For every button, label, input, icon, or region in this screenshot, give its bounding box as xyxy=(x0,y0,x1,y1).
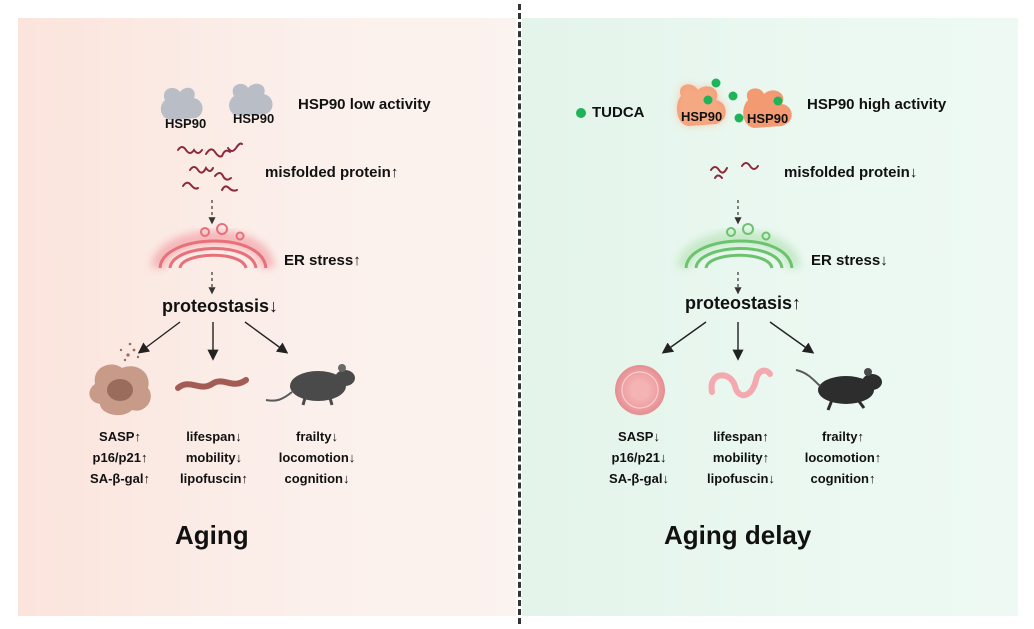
er-organelle-healthy xyxy=(677,223,801,270)
aging-panel xyxy=(18,18,516,616)
mouse-stats: frailty↓ locomotion↓ cognition↓ xyxy=(272,426,362,489)
misfolded-protein-cluster xyxy=(177,142,243,192)
hsp90-label: HSP90 xyxy=(681,109,723,124)
cell-stats: SASP↓ p16/p21↓ SA-β-gal↓ xyxy=(598,426,680,489)
stat-line: locomotion↑ xyxy=(804,450,882,465)
hsp90-activity-label: HSP90 low activity xyxy=(298,96,431,113)
stat-line: locomotion↓ xyxy=(278,450,356,465)
stat-line: mobility↓ xyxy=(185,450,243,465)
arrow-to-cell xyxy=(661,321,707,354)
stat-line: lipofuscin↑ xyxy=(180,471,248,486)
hsp90-label: HSP90 xyxy=(747,111,789,126)
panel-title: Aging delay xyxy=(664,520,812,550)
worm-icon xyxy=(708,367,773,398)
arrow-to-mouse xyxy=(244,321,289,354)
worm-stats: lifespan↑ mobility↑ lipofuscin↓ xyxy=(700,426,782,489)
er-organelle-stressed xyxy=(151,223,275,270)
stat-line: frailty↓ xyxy=(296,429,338,444)
stat-line: lifespan↓ xyxy=(186,429,242,444)
stat-line: p16/p21↑ xyxy=(92,450,148,465)
arrow-to-mouse xyxy=(769,321,815,354)
dashed-divider xyxy=(518,4,521,624)
healthy-cell xyxy=(615,365,665,415)
er-stress-label: ER stress↓ xyxy=(811,252,888,269)
stat-line: cognition↓ xyxy=(284,471,350,486)
stat-line: SASP↓ xyxy=(618,429,660,444)
stat-line: cognition↑ xyxy=(810,471,876,486)
er-stress-label: ER stress↑ xyxy=(284,252,361,269)
proteostasis-label: proteostasis↑ xyxy=(685,293,802,313)
stat-line: SA-β-gal↓ xyxy=(609,471,669,486)
stat-line: lipofuscin↓ xyxy=(707,471,775,486)
stat-line: SASP↑ xyxy=(99,429,141,444)
misfolded-protein-cluster xyxy=(710,162,759,179)
mouse-stats: frailty↑ locomotion↑ cognition↑ xyxy=(795,426,891,489)
mouse-icon xyxy=(265,364,355,406)
cell-stats: SASP↑ p16/p21↑ SA-β-gal↑ xyxy=(84,426,156,489)
mouse-icon xyxy=(795,368,882,411)
hsp90-high-protein-a xyxy=(676,84,726,126)
misfolded-protein-label: misfolded protein↑ xyxy=(265,164,399,181)
hsp90-low-protein-a xyxy=(160,87,203,120)
hsp90-low-protein-b xyxy=(229,83,273,116)
stat-line: p16/p21↓ xyxy=(611,450,667,465)
arrow-to-cell xyxy=(137,321,181,354)
stat-line: mobility↑ xyxy=(712,450,770,465)
misfolded-protein-label: misfolded protein↓ xyxy=(784,164,918,181)
senescent-cell xyxy=(89,342,151,416)
worm-icon xyxy=(175,377,249,391)
stat-line: frailty↑ xyxy=(822,429,864,444)
hsp90-label: HSP90 xyxy=(233,111,275,126)
tudca-label: TUDCA xyxy=(592,104,645,121)
stat-line: SA-β-gal↑ xyxy=(90,471,150,486)
hsp90-activity-label: HSP90 high activity xyxy=(807,96,947,113)
worm-stats: lifespan↓ mobility↓ lipofuscin↑ xyxy=(173,426,255,489)
panel-title: Aging xyxy=(175,520,249,550)
stat-line: lifespan↑ xyxy=(713,429,769,444)
tudca-molecules xyxy=(703,78,783,123)
hsp90-label: HSP90 xyxy=(165,116,207,131)
proteostasis-label: proteostasis↓ xyxy=(162,296,279,316)
tudca-dot xyxy=(576,108,586,118)
